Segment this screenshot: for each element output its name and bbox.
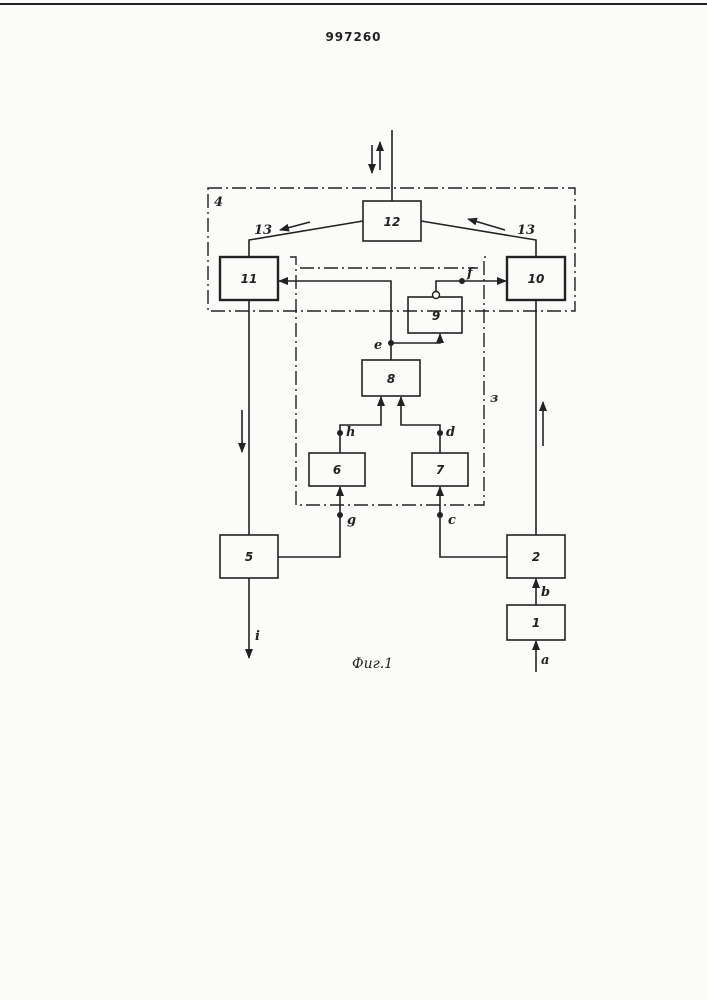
label-signal-i: i [255, 629, 260, 644]
node-e [388, 340, 394, 346]
wire-8-to-9 [391, 334, 440, 360]
label-signal-d: d [446, 425, 455, 440]
label-signal-c: c [448, 513, 456, 528]
label-frame-4: 4 [214, 195, 223, 210]
label-block-2: 2 [532, 550, 540, 564]
label-signal-a: a [541, 653, 549, 668]
node-c [437, 512, 443, 518]
label-frame-3: з [490, 391, 498, 406]
wire-5-to-6 [278, 487, 340, 557]
label-signal-h: h [346, 425, 355, 440]
inverter-circle [433, 292, 440, 299]
node-g [337, 512, 343, 518]
arrow-13-left [280, 222, 310, 230]
label-link-13-right: 13 [517, 223, 535, 238]
label-link-13-left: 13 [254, 223, 272, 238]
figure-caption: Фиг.1 [352, 656, 393, 672]
label-signal-g: g [347, 513, 356, 528]
label-block-6: 6 [333, 463, 341, 477]
label-block-1: 1 [532, 616, 540, 630]
node-f [459, 278, 465, 284]
label-block-10: 10 [528, 272, 545, 286]
label-signal-b: b [541, 585, 550, 600]
label-block-7: 7 [436, 463, 445, 477]
wire-9-to-10 [436, 281, 506, 292]
node-d [437, 430, 443, 436]
label-block-8: 8 [387, 372, 395, 386]
label-signal-e: e [374, 338, 382, 353]
label-block-11: 11 [241, 272, 258, 286]
label-block-9: 9 [432, 309, 440, 323]
label-block-5: 5 [245, 550, 253, 564]
node-h [337, 430, 343, 436]
label-block-12: 12 [384, 215, 401, 229]
wire-7-to-8 [401, 397, 440, 453]
arrow-13-right [468, 219, 505, 230]
